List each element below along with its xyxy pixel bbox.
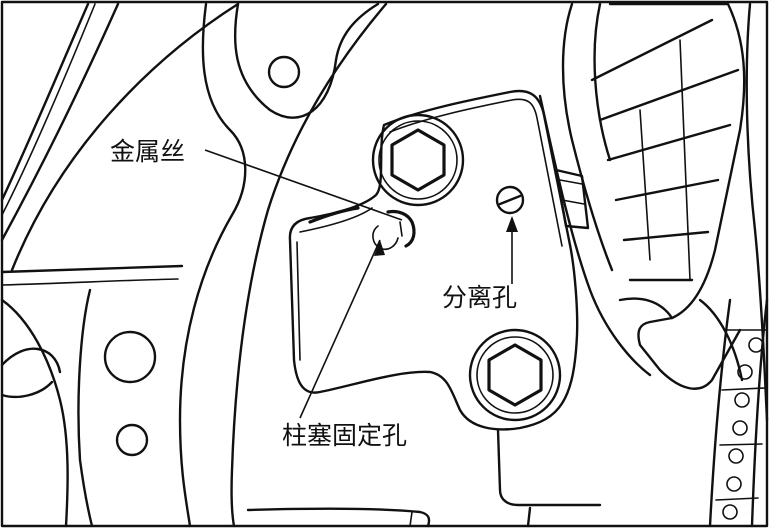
arrow-plunger-hole — [374, 240, 385, 256]
lower-bracket — [246, 428, 602, 528]
leader-metal-wire — [204, 149, 403, 221]
mounting-holes — [103, 55, 301, 457]
upper-bolt — [371, 113, 465, 207]
label-metal-wire: 金属丝 — [108, 137, 188, 166]
lower-bolt — [468, 328, 562, 422]
separation-hole-mark — [495, 185, 525, 215]
housing-outline — [0, 2, 388, 528]
label-plunger-fixing-hole: 柱塞固定孔 — [280, 421, 410, 450]
arrow-separation-hole — [506, 216, 518, 232]
timing-chain — [708, 2, 769, 528]
tensioner-arm — [538, 2, 652, 377]
label-separation-hole: 分离孔 — [440, 283, 520, 312]
leader-plunger-hole — [299, 239, 381, 419]
chain-guide — [590, 2, 746, 390]
tensioner-plate — [288, 89, 579, 431]
leader-lines — [204, 149, 518, 419]
